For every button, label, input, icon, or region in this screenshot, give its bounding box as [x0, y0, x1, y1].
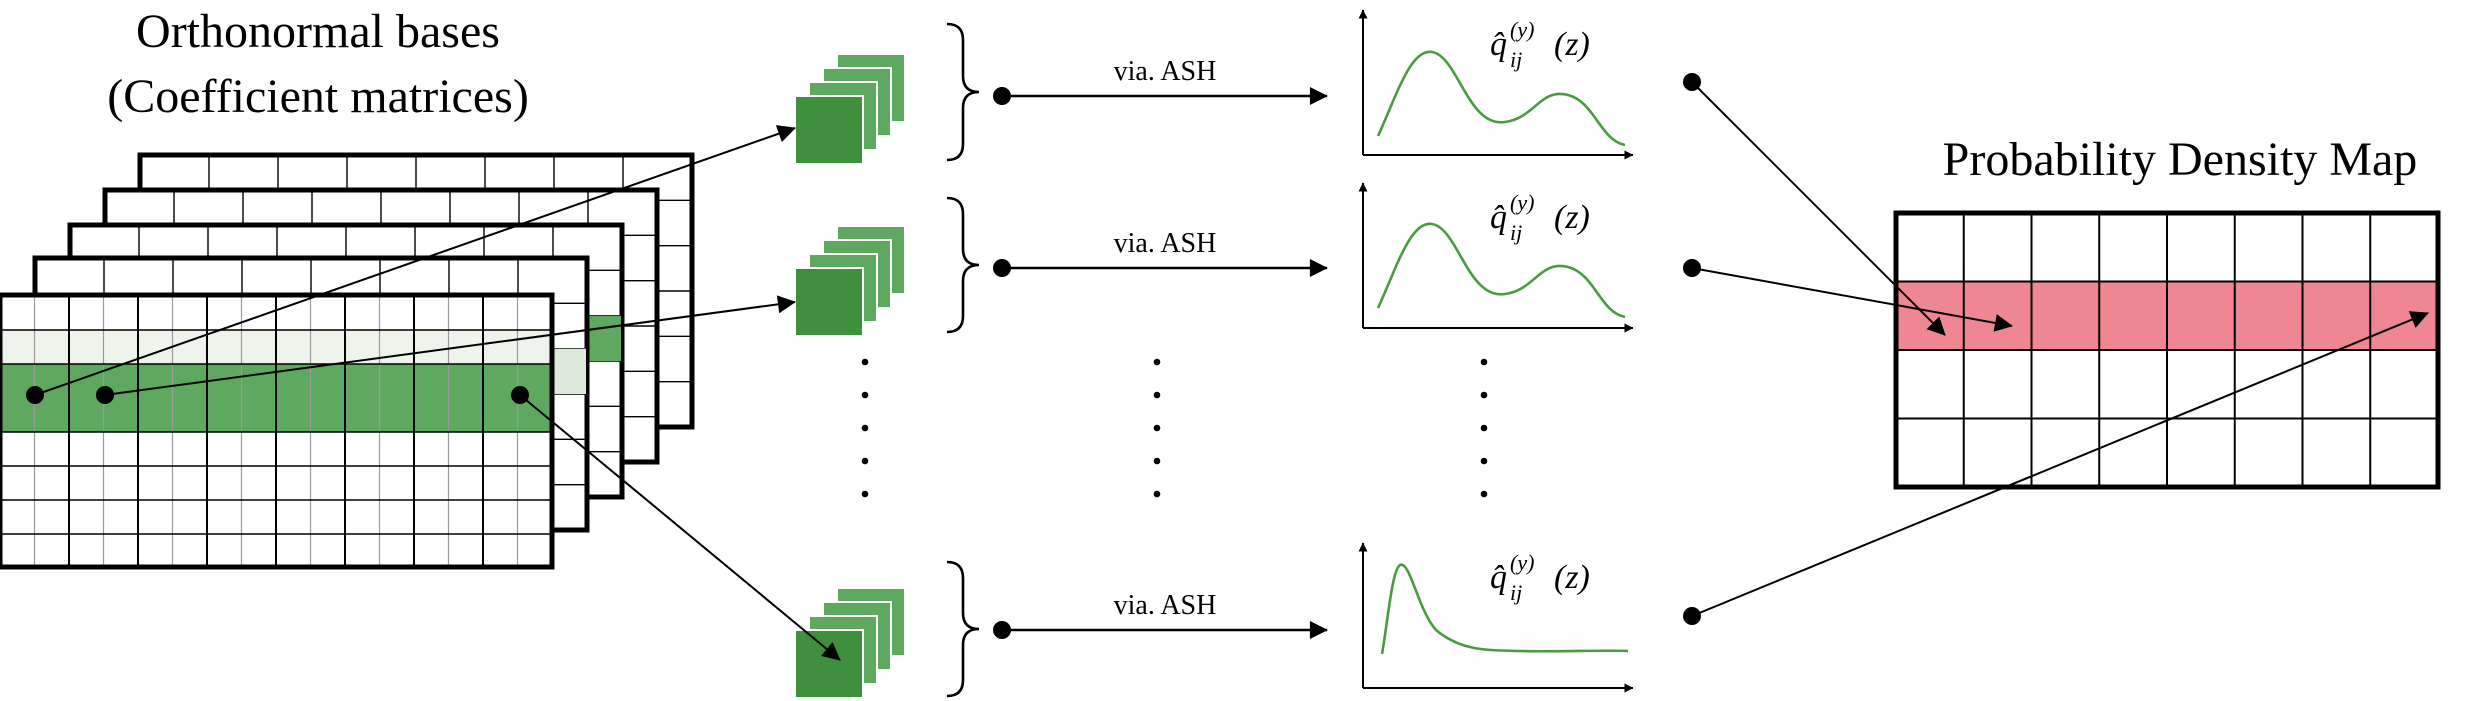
ellipsis-dot [861, 490, 869, 498]
curly-brace-1 [946, 22, 980, 162]
ellipsis-dot [1480, 358, 1488, 366]
connector-matrix-to-stack-2 [104, 295, 796, 396]
density-symbol: q̂ [1490, 26, 1507, 63]
connector-arrows [26, 73, 2429, 661]
ellipsis-dot [1480, 490, 1488, 498]
feature-square [794, 267, 864, 337]
ellipsis-dot [1153, 490, 1161, 498]
feature-square [794, 629, 864, 699]
feature-stack-1 [794, 53, 906, 165]
density-curve [1376, 50, 1626, 147]
ellipsis-group [861, 358, 1488, 498]
density-plot-2: q̂(y) ij (z) [1358, 182, 1634, 333]
feature-stack-2 [794, 225, 906, 337]
density-superscript: (y) [1510, 550, 1534, 575]
ellipsis-dot [1153, 391, 1161, 399]
ellipsis-dot [861, 424, 869, 432]
density-argument: (z) [1554, 559, 1590, 596]
probability-density-map [1893, 210, 2441, 490]
density-symbol: q̂ [1490, 199, 1507, 236]
ellipsis-dot [1480, 424, 1488, 432]
ellipsis-dot [1153, 457, 1161, 465]
feature-stack-3 [794, 587, 906, 699]
coefficient-matrix-stack [0, 152, 695, 570]
matrix-front [0, 292, 555, 570]
connector-plot-2-to-map [1691, 267, 2013, 332]
feature-square [794, 95, 864, 165]
density-map-title: Probability Density Map [1943, 133, 2418, 186]
ellipsis-dot [1480, 391, 1488, 399]
via-ash-label: via. ASH [1114, 56, 1217, 87]
ellipsis-dot [1153, 358, 1161, 366]
ellipsis-dot [1153, 424, 1161, 432]
density-subscript: ij [1510, 47, 1522, 72]
via-ash-label: via. ASH [1114, 228, 1217, 259]
density-plots: q̂(y)ij(z)q̂(y)ij(z)q̂(y)ij(z) [1358, 9, 1634, 693]
density-symbol: q̂ [1490, 559, 1507, 596]
via-ash-label: via. ASH [1114, 590, 1217, 621]
ellipsis-dot [861, 391, 869, 399]
density-superscript: (y) [1510, 190, 1534, 215]
curly-brace-2 [946, 196, 980, 334]
curly-brace-3 [946, 560, 980, 698]
density-map-frame [1893, 210, 2441, 490]
connector-plot-1-to-map [1691, 81, 1946, 336]
density-argument: (z) [1554, 199, 1590, 236]
via-ash-arrows: via. ASH via. ASH via. ASH [993, 56, 1328, 639]
connector-plot-3-to-map [1691, 311, 2429, 617]
density-subscript: ij [1510, 220, 1522, 245]
matrix-frame-outline [0, 292, 555, 570]
density-argument: (z) [1554, 26, 1590, 63]
ellipsis-dot [861, 457, 869, 465]
connector-matrix-to-stack-3 [519, 394, 841, 661]
feature-stacks [794, 22, 980, 699]
ellipsis-dot [861, 358, 869, 366]
bases-title-line2: (Coefficient matrices) [107, 70, 529, 123]
density-plot-1: q̂(y) ij (z) [1358, 9, 1634, 160]
connector-matrix-to-stack-1 [34, 125, 796, 396]
density-subscript: ij [1510, 580, 1522, 605]
density-plot-3: q̂(y) ij (z) [1358, 542, 1634, 693]
density-curve [1380, 563, 1629, 655]
density-superscript: (y) [1510, 17, 1534, 42]
bases-title-line1: Orthonormal bases [136, 5, 500, 58]
ellipsis-dot [1480, 457, 1488, 465]
density-curve [1376, 222, 1626, 319]
